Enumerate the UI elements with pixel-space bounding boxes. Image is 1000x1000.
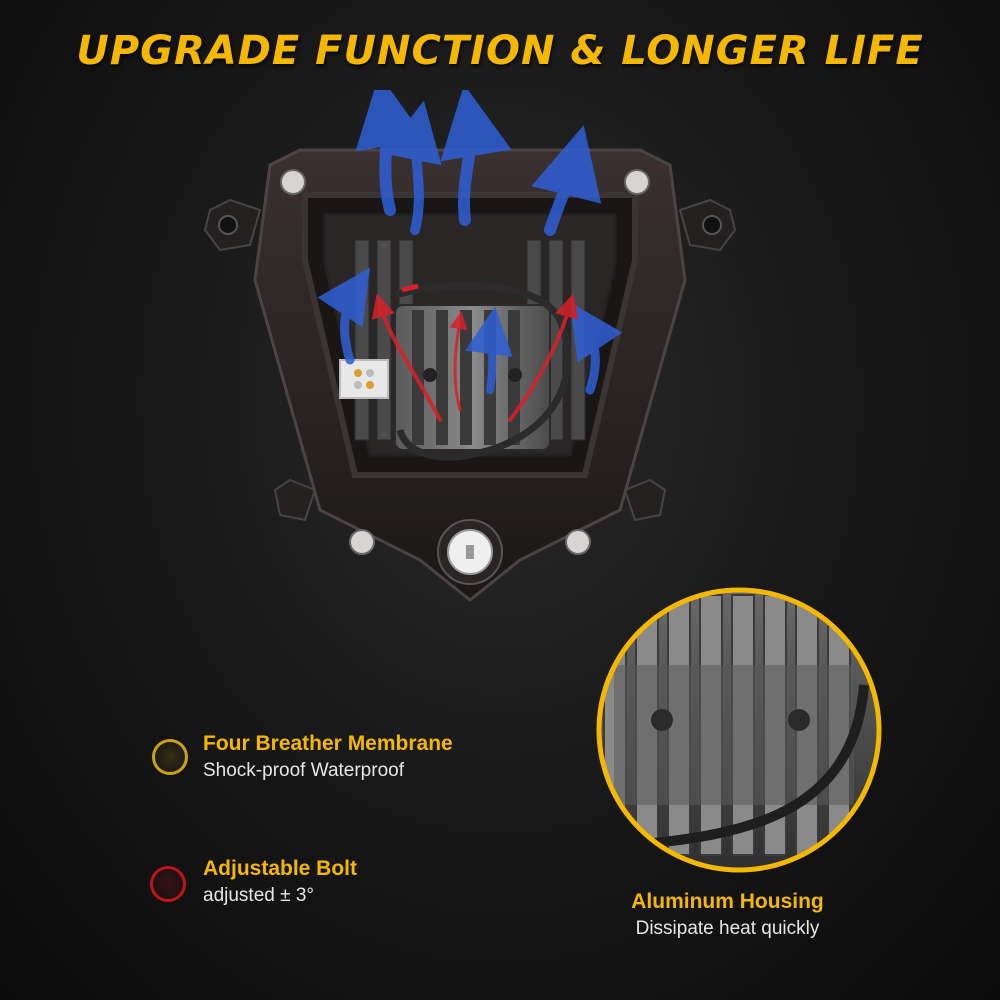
feature-breather-membrane: Four Breather Membrane Shock-proof Water… (203, 732, 453, 782)
mount-ear-bottom-right (623, 478, 667, 522)
feature-breather-title: Four Breather Membrane (203, 732, 453, 755)
adjustable-bolt-icon (437, 519, 503, 585)
braided-wire (394, 282, 572, 461)
headlight-product-image (203, 90, 737, 602)
airflow-arrow-icon (317, 90, 623, 422)
breather-legend-marker (152, 739, 188, 775)
feature-bolt-title: Adjustable Bolt (203, 857, 358, 880)
mount-ear-bottom-left (273, 478, 317, 522)
breather-membrane-icon (280, 169, 650, 555)
page-headline: UPGRADE FUNCTION & LONGER LIFE (76, 28, 924, 74)
feature-housing-subtitle: Dissipate heat quickly (635, 918, 820, 939)
housing-zoom-detail (596, 587, 882, 873)
feature-adjustable-bolt: Adjustable Bolt adjusted ± 3° (203, 857, 357, 907)
wire-connector (339, 359, 389, 399)
feature-bolt-subtitle: adjusted ± 3° (203, 885, 314, 906)
feature-aluminum-housing: Aluminum Housing Dissipate heat quickly (600, 890, 855, 940)
feature-breather-subtitle: Shock-proof Waterproof (203, 760, 404, 781)
bolt-legend-marker (150, 866, 186, 902)
feature-housing-title: Aluminum Housing (631, 890, 824, 913)
